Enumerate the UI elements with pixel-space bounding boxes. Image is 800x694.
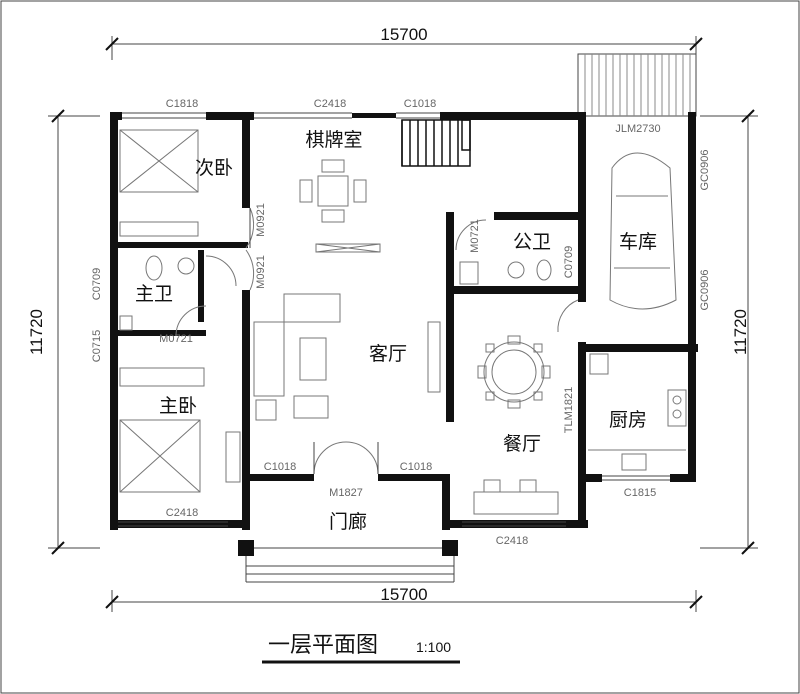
tag-c2418-top: C2418 (314, 98, 346, 110)
room-garage: 车库 (619, 231, 657, 253)
plan-scale: 1:100 (416, 639, 451, 655)
chess-table (299, 159, 381, 253)
porch-steps (245, 547, 455, 583)
left-height-dimension: 11720 (27, 309, 46, 355)
tag-tlm1821: TLM1821 (563, 387, 575, 433)
staircase (401, 119, 471, 167)
tag-c0709-right: C0709 (563, 246, 575, 278)
kitchen-fixtures (588, 353, 687, 471)
tag-c0709-left: C0709 (91, 268, 103, 300)
bottom-width-dimension: 15700 (380, 585, 427, 604)
right-height-dimension: 11720 (731, 309, 750, 355)
door-swings (175, 207, 579, 475)
tag-gc0906-upper: GC0906 (699, 150, 711, 191)
tag-m0921-upper: M0921 (255, 203, 267, 237)
dimension-lines (48, 36, 758, 612)
garage-canopy (577, 53, 697, 117)
master-bath-fixtures (119, 255, 195, 331)
room-porch: 门廊 (329, 511, 367, 533)
room-chess: 棋牌室 (305, 129, 362, 151)
tag-m1827: M1827 (329, 487, 363, 499)
tag-c1018-right: C1018 (400, 461, 432, 473)
public-bath-fixtures (459, 259, 552, 285)
room-master-bedroom: 主卧 (159, 395, 197, 417)
tag-gc0906-lower: GC0906 (699, 270, 711, 311)
tag-c1818: C1818 (166, 98, 198, 110)
room-public-bath: 公卫 (513, 231, 551, 253)
room-living: 客厅 (369, 343, 407, 365)
garage-car (609, 152, 677, 310)
room-second-bedroom: 次卧 (195, 157, 233, 179)
tag-m0921-lower: M0921 (255, 255, 267, 289)
tag-c1018-top: C1018 (404, 98, 436, 110)
tag-c1018-left: C1018 (264, 461, 296, 473)
second-bedroom-bed (119, 129, 199, 237)
tag-m0721-left: M0721 (159, 333, 193, 345)
plan-title: 一层平面图 (268, 633, 378, 658)
tag-c1815: C1815 (624, 487, 656, 499)
tag-m0721-right: M0721 (469, 219, 481, 253)
tag-c2418-bottom-left: C2418 (166, 507, 198, 519)
top-width-dimension: 15700 (380, 25, 427, 44)
room-dining: 餐厅 (503, 433, 541, 455)
room-master-bath: 主卫 (135, 283, 173, 305)
walls (110, 112, 698, 556)
room-kitchen: 厨房 (609, 409, 647, 431)
living-sofa-set (253, 293, 441, 421)
dining-table (473, 335, 559, 515)
tag-c2418-bottom-right: C2418 (496, 535, 528, 547)
tag-c0715: C0715 (91, 330, 103, 362)
tag-jlm2730: JLM2730 (615, 123, 660, 135)
master-bedroom-bed (119, 367, 241, 493)
